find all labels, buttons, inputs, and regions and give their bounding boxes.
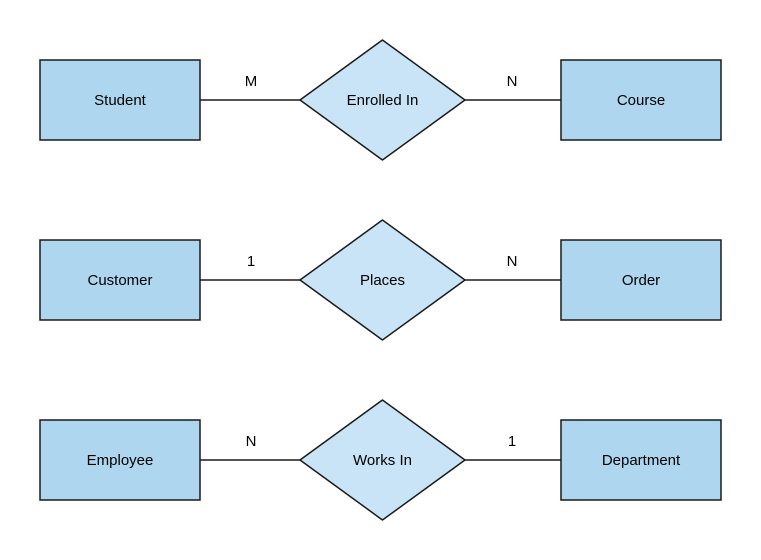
relationship-label-enrolled-in: Enrolled In (346, 91, 419, 109)
entity-box-student (39, 59, 201, 141)
entity-label-course: Course (616, 91, 666, 109)
relationship-diamond-enrolled-in (298, 39, 467, 161)
entity-box-course (560, 59, 722, 141)
cardinality-label: 1 (246, 253, 256, 270)
relationship-diamond-works-in (298, 399, 467, 521)
entity-label-student: Student (94, 91, 146, 109)
cardinality-label: 1 (507, 433, 517, 450)
entity-box-customer (39, 239, 201, 321)
relationship-diamond-places (298, 219, 467, 341)
entity-box-department (560, 419, 722, 501)
entity-box-employee (39, 419, 201, 501)
cardinality-label: N (245, 433, 257, 450)
entity-label-order: Order (621, 271, 661, 289)
entity-box-order (560, 239, 722, 321)
entity-label-employee: Employee (86, 451, 154, 469)
entity-label-department: Department (601, 451, 681, 469)
cardinality-label: M (244, 73, 258, 90)
cardinality-label: N (506, 73, 518, 90)
relationship-label-works-in: Works In (353, 451, 412, 469)
cardinality-label: N (506, 253, 518, 270)
entity-label-customer: Customer (87, 271, 153, 289)
relationship-label-places: Places (359, 271, 406, 289)
